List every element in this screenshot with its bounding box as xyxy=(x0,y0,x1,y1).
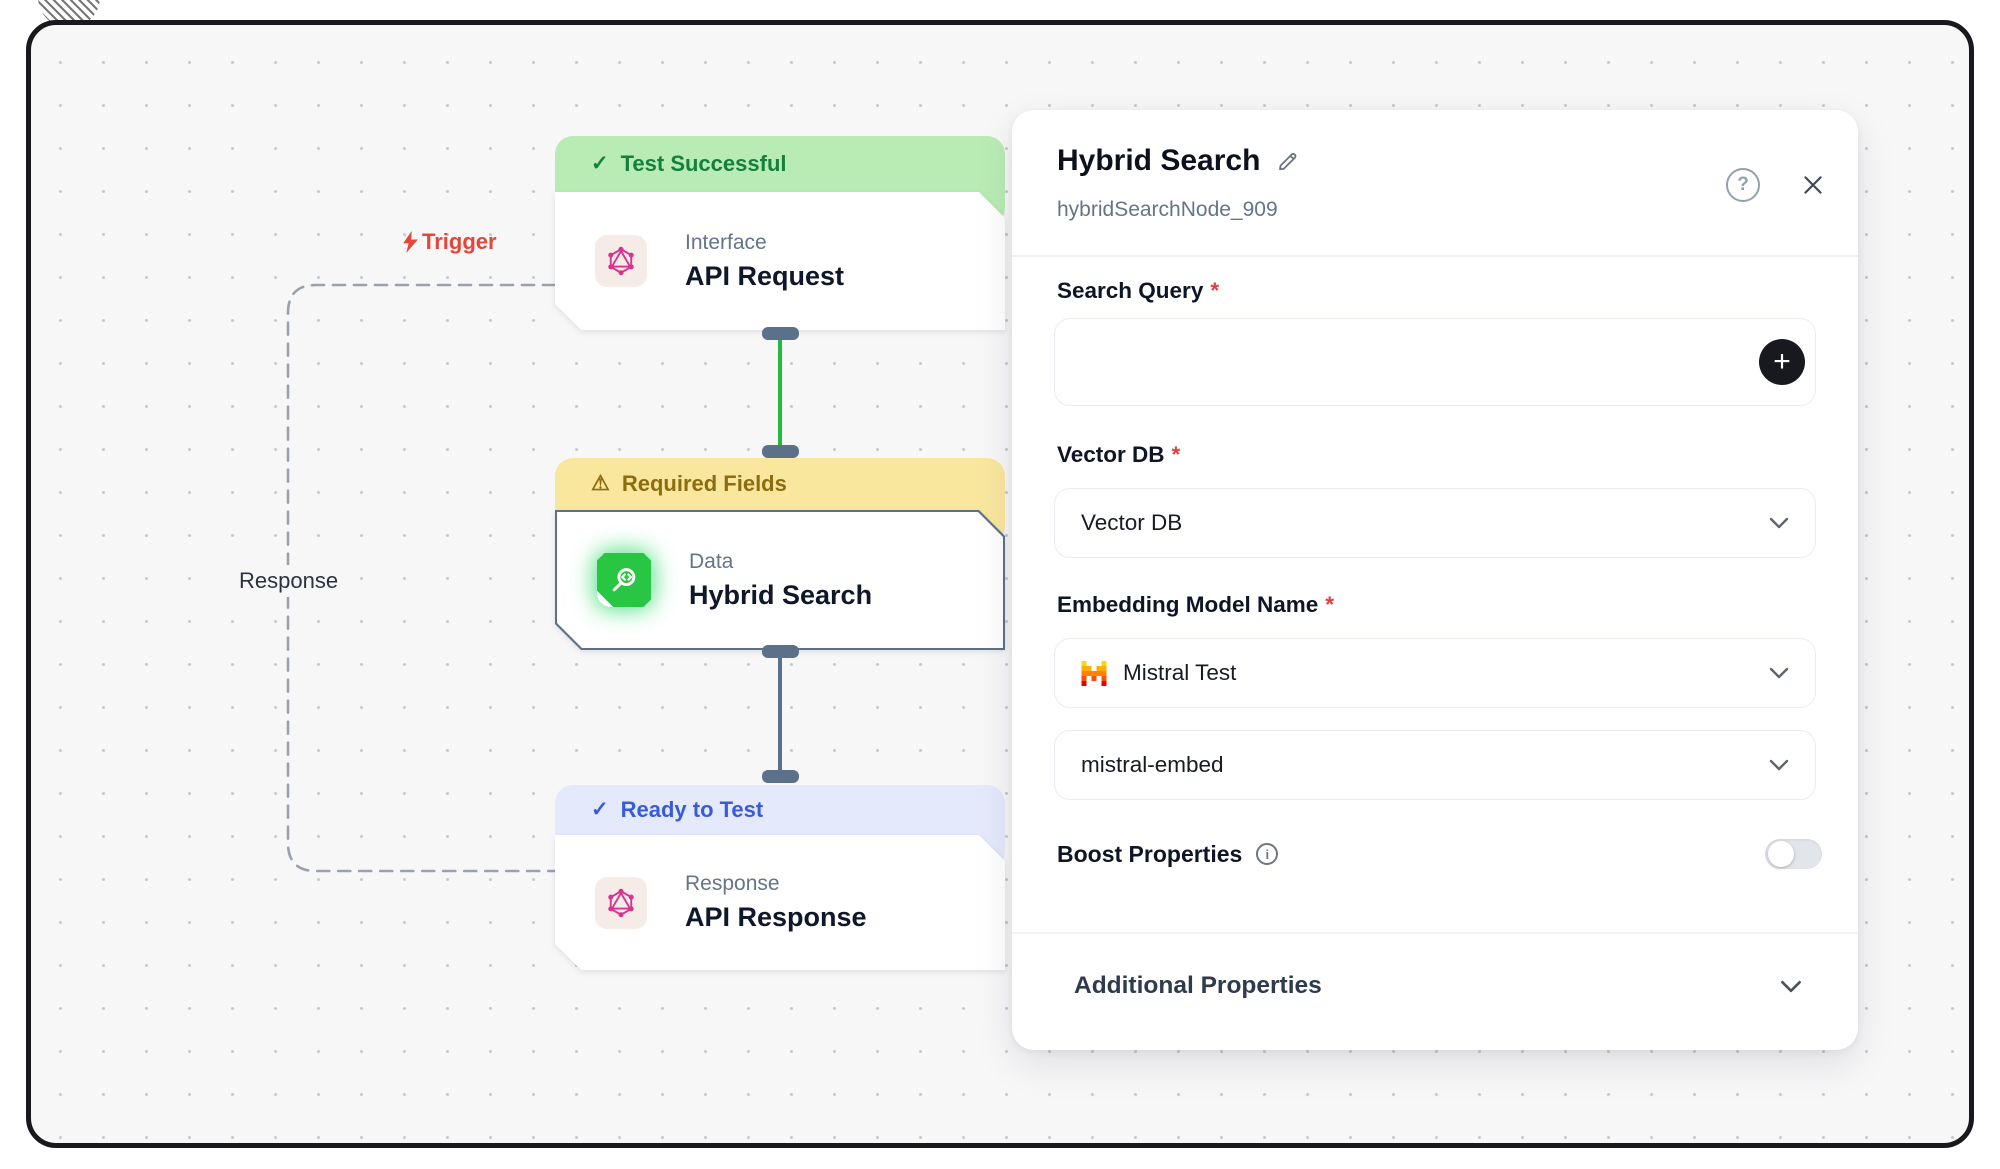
node-config-panel: Hybrid Search hybridSearchNode_909 ? Sea… xyxy=(1012,110,1858,1050)
mistral-logo-icon xyxy=(1081,660,1107,686)
additional-properties-label: Additional Properties xyxy=(1074,972,1322,999)
embedding-model-selected-value: Mistral Test xyxy=(1123,660,1237,685)
vector-db-select[interactable]: Vector DB xyxy=(1054,488,1816,558)
required-marker: * xyxy=(1325,592,1335,617)
node-api-request[interactable]: ✓ Test Successful xyxy=(555,136,1005,355)
panel-footer-divider xyxy=(1012,932,1858,934)
additional-properties-header[interactable]: Additional Properties xyxy=(1074,956,1818,1016)
graphql-icon xyxy=(595,235,647,287)
node-id-text: hybridSearchNode_909 xyxy=(1057,198,1278,221)
chevron-down-icon xyxy=(1780,980,1802,993)
vector-db-label: Vector DB* xyxy=(1057,442,1181,467)
hybrid-search-icon xyxy=(597,553,651,607)
node-title: Hybrid Search xyxy=(689,579,873,610)
check-icon: ✓ xyxy=(591,152,609,175)
chevron-down-icon xyxy=(1769,667,1789,679)
boost-properties-row: Boost Properties i xyxy=(1057,836,1822,872)
vector-db-selected-value: Vector DB xyxy=(1081,510,1183,535)
check-icon: ✓ xyxy=(591,798,609,821)
canvas-frame: Response Trigger ✓ Test Successful xyxy=(26,20,1974,1148)
search-query-field: + xyxy=(1054,318,1816,406)
connector-handle[interactable] xyxy=(762,770,799,783)
node-status-text: Ready to Test xyxy=(620,797,764,822)
model-variant-selected-value: mistral-embed xyxy=(1081,752,1224,777)
help-glyph: ? xyxy=(1737,174,1749,195)
warning-icon: ⚠ xyxy=(591,472,610,495)
trigger-edge-text: Trigger xyxy=(422,229,497,254)
model-variant-select[interactable]: mistral-embed xyxy=(1054,730,1816,800)
panel-header-divider xyxy=(1012,255,1858,257)
lightning-bolt-icon xyxy=(403,231,418,253)
node-category: Interface xyxy=(685,230,767,254)
chevron-down-icon xyxy=(1769,759,1789,771)
node-category: Response xyxy=(685,872,780,895)
chevron-down-icon xyxy=(1769,517,1789,529)
edge-request-to-search xyxy=(778,335,782,451)
graphql-icon xyxy=(595,877,647,929)
search-query-input[interactable] xyxy=(1055,319,1815,405)
info-icon[interactable]: i xyxy=(1256,843,1279,865)
required-marker: * xyxy=(1171,442,1181,467)
plus-glyph: + xyxy=(1773,345,1791,378)
required-marker: * xyxy=(1210,278,1220,303)
node-api-response[interactable]: ✓ Ready to Test xyxy=(555,785,1005,970)
node-category: Data xyxy=(689,549,734,573)
panel-title: Hybrid Search xyxy=(1057,144,1261,177)
boost-properties-toggle[interactable] xyxy=(1765,839,1822,869)
boost-properties-label: Boost Properties xyxy=(1057,840,1243,867)
response-edge-label: Response xyxy=(229,565,349,597)
edge-search-to-response xyxy=(778,653,782,771)
toggle-knob xyxy=(1768,841,1794,867)
close-icon[interactable] xyxy=(1798,170,1828,200)
node-status-text: Test Successful xyxy=(620,151,787,176)
help-icon[interactable]: ? xyxy=(1726,168,1760,202)
node-title: API Request xyxy=(685,260,845,291)
node-hybrid-search[interactable]: ⚠ Required Fields xyxy=(555,458,1005,650)
search-query-label: Search Query* xyxy=(1057,278,1220,303)
embedding-model-label: Embedding Model Name* xyxy=(1057,592,1335,617)
embedding-model-select[interactable]: Mistral Test xyxy=(1054,638,1816,708)
connector-handle[interactable] xyxy=(762,645,799,658)
connector-handle[interactable] xyxy=(762,327,799,340)
edit-pencil-icon[interactable] xyxy=(1276,149,1300,173)
info-glyph: i xyxy=(1265,846,1270,862)
node-status-text: Required Fields xyxy=(621,471,787,496)
node-title: API Response xyxy=(685,902,867,932)
connector-handle[interactable] xyxy=(762,445,799,458)
add-query-button[interactable]: + xyxy=(1759,339,1805,385)
trigger-edge-label: Trigger xyxy=(401,229,497,255)
